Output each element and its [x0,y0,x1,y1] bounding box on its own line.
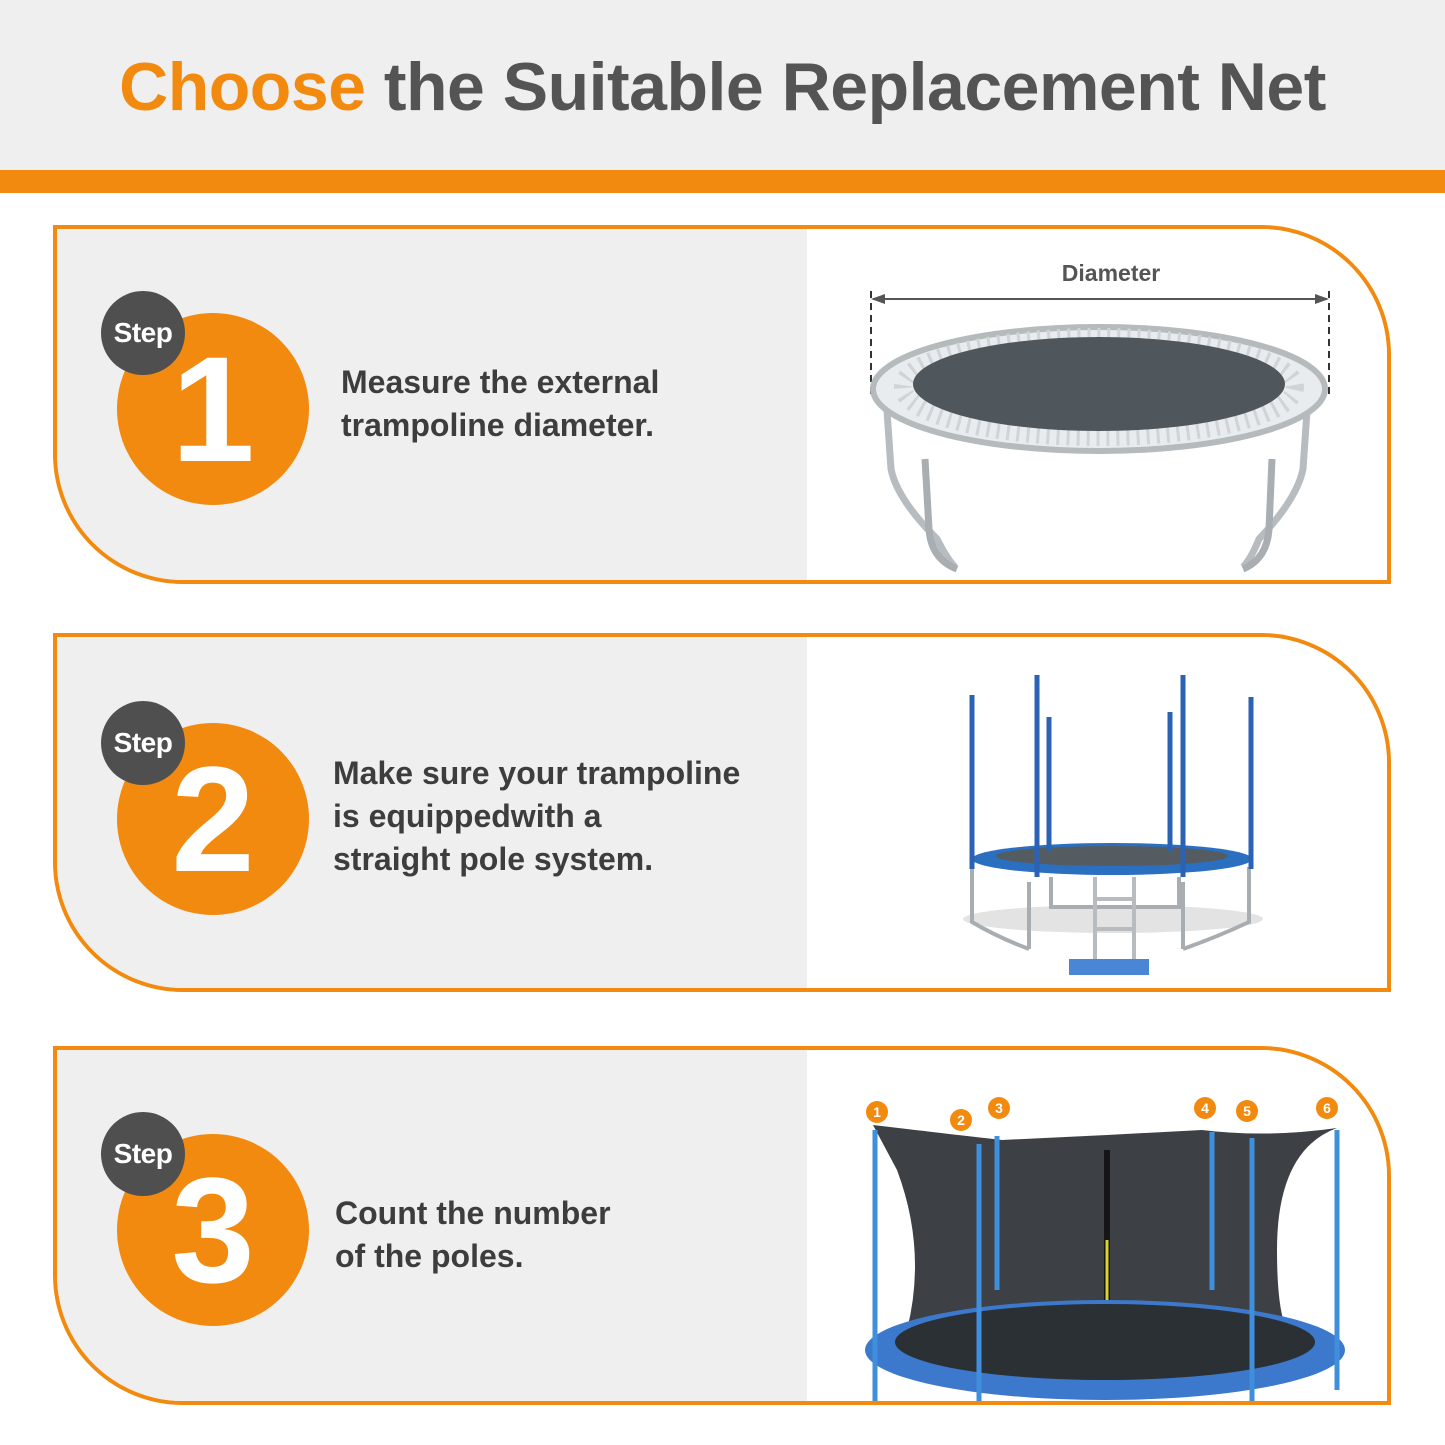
text-line: straight pole system. [333,841,654,877]
step-2-image-panel [807,637,1387,988]
step-badge: Step [101,1112,185,1196]
step-3-image-panel: 1 2 3 4 5 6 [807,1050,1387,1401]
svg-text:3: 3 [995,1100,1003,1116]
text-line: is equippedwith a [333,798,602,834]
step-badge: Step [101,701,185,785]
step-3-description: Count the number of the poles. [335,1192,611,1278]
step-3-text-panel: 3 Step Count the number of the poles. [57,1050,807,1401]
step-2-description: Make sure your trampoline is equippedwit… [333,752,740,881]
trampoline-diameter-illustration: Diameter [870,260,1330,573]
step-1-text-panel: 1 Step Measure the external trampoline d… [57,229,807,580]
step-1-description: Measure the external trampoline diameter… [341,361,659,447]
step-number-circle: 1 [117,313,309,505]
trampoline-enclosure-net-illustration: 1 2 3 4 5 6 [865,1097,1345,1401]
svg-text:1: 1 [873,1104,881,1120]
header: Choose the Suitable Replacement Net [0,0,1445,170]
svg-text:6: 6 [1323,1100,1331,1116]
svg-text:5: 5 [1243,1103,1251,1119]
step-2-text-panel: 2 Step Make sure your trampoline is equi… [57,637,807,988]
page-title: Choose the Suitable Replacement Net [0,48,1445,126]
title-rest: the Suitable Replacement Net [365,49,1327,125]
svg-text:4: 4 [1201,1100,1209,1116]
trampoline-straight-poles-illustration [963,675,1263,975]
text-line: of the poles. [335,1238,524,1274]
text-line: Measure the external [341,364,660,400]
step-card-1: 1 Step Measure the external trampoline d… [53,225,1391,584]
title-accent: Choose [119,49,366,125]
header-divider [0,170,1445,193]
step-card-2: 2 Step Make sure your trampoline is equi… [53,633,1391,992]
text-line: Make sure your trampoline [333,755,741,791]
step-1-image-panel: Diameter [807,229,1387,580]
diameter-label: Diameter [1062,260,1160,286]
step-card-3: 3 Step Count the number of the poles. [53,1046,1391,1405]
text-line: trampoline diameter. [341,407,654,443]
text-line: Count the number [335,1195,611,1231]
step-badge: Step [101,291,185,375]
svg-text:2: 2 [957,1112,965,1128]
